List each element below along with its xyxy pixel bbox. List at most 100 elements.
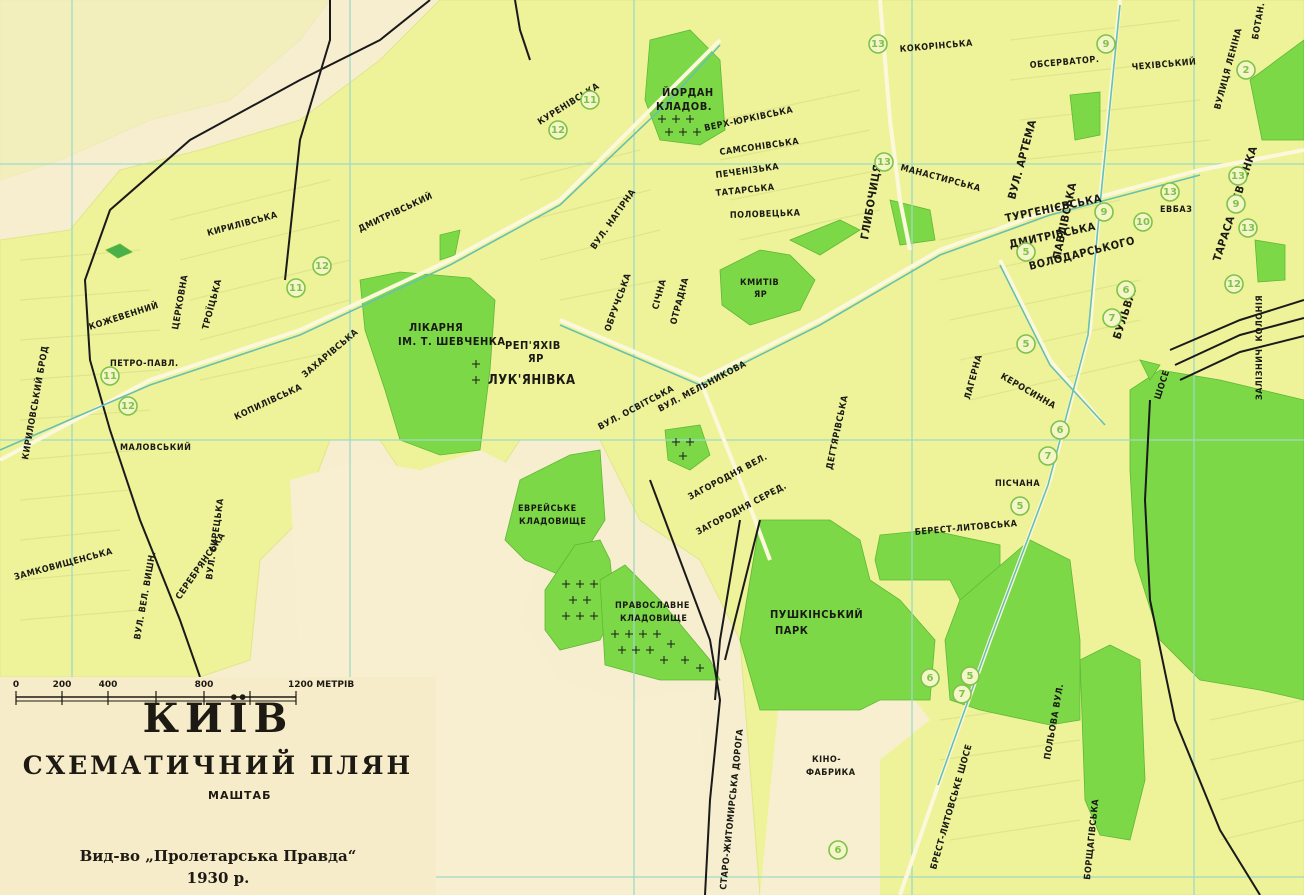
route-number: 12 [551,125,565,136]
route-number: 7 [959,689,966,700]
route-marker-13: 13 [1228,166,1248,186]
label-yordan-1: ЙОРДАН [662,86,714,99]
route-circle [1224,274,1244,294]
route-number: 6 [1057,425,1064,436]
label-pushkin-1: ПУШКІНСЬКИЙ [770,608,863,621]
route-number: 13 [1163,187,1177,198]
map-subtitle: СХЕМАТИЧНИЙ ПЛЯН [22,751,414,780]
route-number: 12 [121,401,135,412]
label-zaliznychna: ЗАЛІЗНИЧ. КОЛОНІЯ [1255,295,1265,400]
route-number: 12 [1227,279,1241,290]
hospital-park [359,271,496,456]
kmytiv-yar [719,249,816,326]
route-circle [1016,242,1036,262]
route-circle [286,278,306,298]
route-marker-6: 6 [1116,280,1136,300]
route-circle [1226,194,1246,214]
route-marker-9: 9 [1226,194,1246,214]
route-circle [1238,218,1258,238]
route-marker-7: 7 [1102,308,1122,328]
label-kmytiv-2: ЯР [754,290,767,300]
route-marker-12: 12 [118,396,138,416]
route-number: 6 [927,673,934,684]
street-yevbaz: ЕВБАЗ [1160,205,1192,215]
label-hospital-1: ЛІКАРНЯ [409,321,463,334]
label-repiakhiv-2: ЯР [528,352,544,365]
route-circle [1116,280,1136,300]
route-circle [1228,166,1248,186]
route-circle [1038,446,1058,466]
route-circle [312,256,332,276]
scale-label: МАШТАБ [208,789,272,802]
route-circle [118,396,138,416]
route-marker-5: 5 [1016,242,1036,262]
parks [105,29,1304,841]
route-marker-11: 11 [286,278,306,298]
route-number: 9 [1233,199,1240,210]
label-kmytiv-1: КМИТІВ [740,278,779,288]
area-labels: ЛУК'ЯНІВКА ЛІКАРНЯ ІМ. Т. ШЕВЧЕНКА РЕП'Я… [398,2,1268,778]
route-marker-11: 11 [100,366,120,386]
street-petro-pavl: ПЕТРО-ПАВЛ. [110,359,179,369]
label-yevreiske-1: ЕВРЕЙСЬКЕ [518,502,577,514]
route-marker-13: 13 [1160,182,1180,202]
route-circle [1010,496,1030,516]
route-number: 7 [1109,313,1116,324]
street-polovetska: ПОЛОВЕЦЬКА [730,209,801,221]
route-circle [1102,308,1122,328]
route-number: 2 [1243,65,1250,76]
label-pushkin-2: ПАРК [775,624,808,637]
route-number: 11 [289,283,303,294]
route-marker-13: 13 [868,34,888,54]
scale-tick-400: 400 [99,680,118,690]
street-pisochna: ПІСЧАНА [995,479,1040,489]
route-circle [100,366,120,386]
route-circle [1133,212,1153,232]
route-marker-5: 5 [960,666,980,686]
route-circle [828,840,848,860]
map-title: КИЇВ [142,695,294,742]
route-number: 7 [1045,451,1052,462]
route-marker-7: 7 [952,684,972,704]
route-circle [960,666,980,686]
route-marker-11: 11 [580,90,600,110]
route-number: 11 [103,371,117,382]
route-number: 6 [835,845,842,856]
rail-lines [83,0,1304,895]
route-circle [1096,34,1116,54]
route-number: 5 [967,671,974,682]
route-circle [920,668,940,688]
route-number: 6 [1123,285,1130,296]
label-yevreiske-2: КЛАДОВИЩЕ [519,517,586,527]
route-marker-13: 13 [1238,218,1258,238]
cemetery-crosses [472,115,704,672]
route-markers: 1311121211111299131313101267567556675139… [100,34,1258,860]
route-marker-12: 12 [548,120,568,140]
route-circle [580,90,600,110]
route-number: 5 [1023,247,1030,258]
route-marker-10: 10 [1133,212,1153,232]
publisher-line: Вид-во „Пролетарська Правда“ [79,847,357,865]
route-marker-5: 5 [1010,496,1030,516]
label-lukianivka: ЛУК'ЯНІВКА [488,373,576,388]
route-number: 13 [877,157,891,168]
open-areas [290,450,930,895]
route-circle [868,34,888,54]
route-circle [548,120,568,140]
scale-tick-1200: 1200 МЕТРІВ [288,680,354,690]
route-number: 11 [583,95,597,106]
yordan-cemetery [644,29,726,146]
route-circle [952,684,972,704]
street-malovskyi: МАЛОВСЬКИЙ [120,441,191,453]
label-hospital-2: ІМ. Т. ШЕВЧЕНКА [398,335,506,348]
route-number: 10 [1136,217,1150,228]
year-line: 1930 р. [186,869,250,887]
route-marker-12: 12 [312,256,332,276]
scale-tick-200: 200 [53,680,72,690]
route-number: 9 [1101,207,1108,218]
route-circle [1160,182,1180,202]
label-pravoslavne-1: ПРАВОСЛАВНЕ [615,601,690,611]
